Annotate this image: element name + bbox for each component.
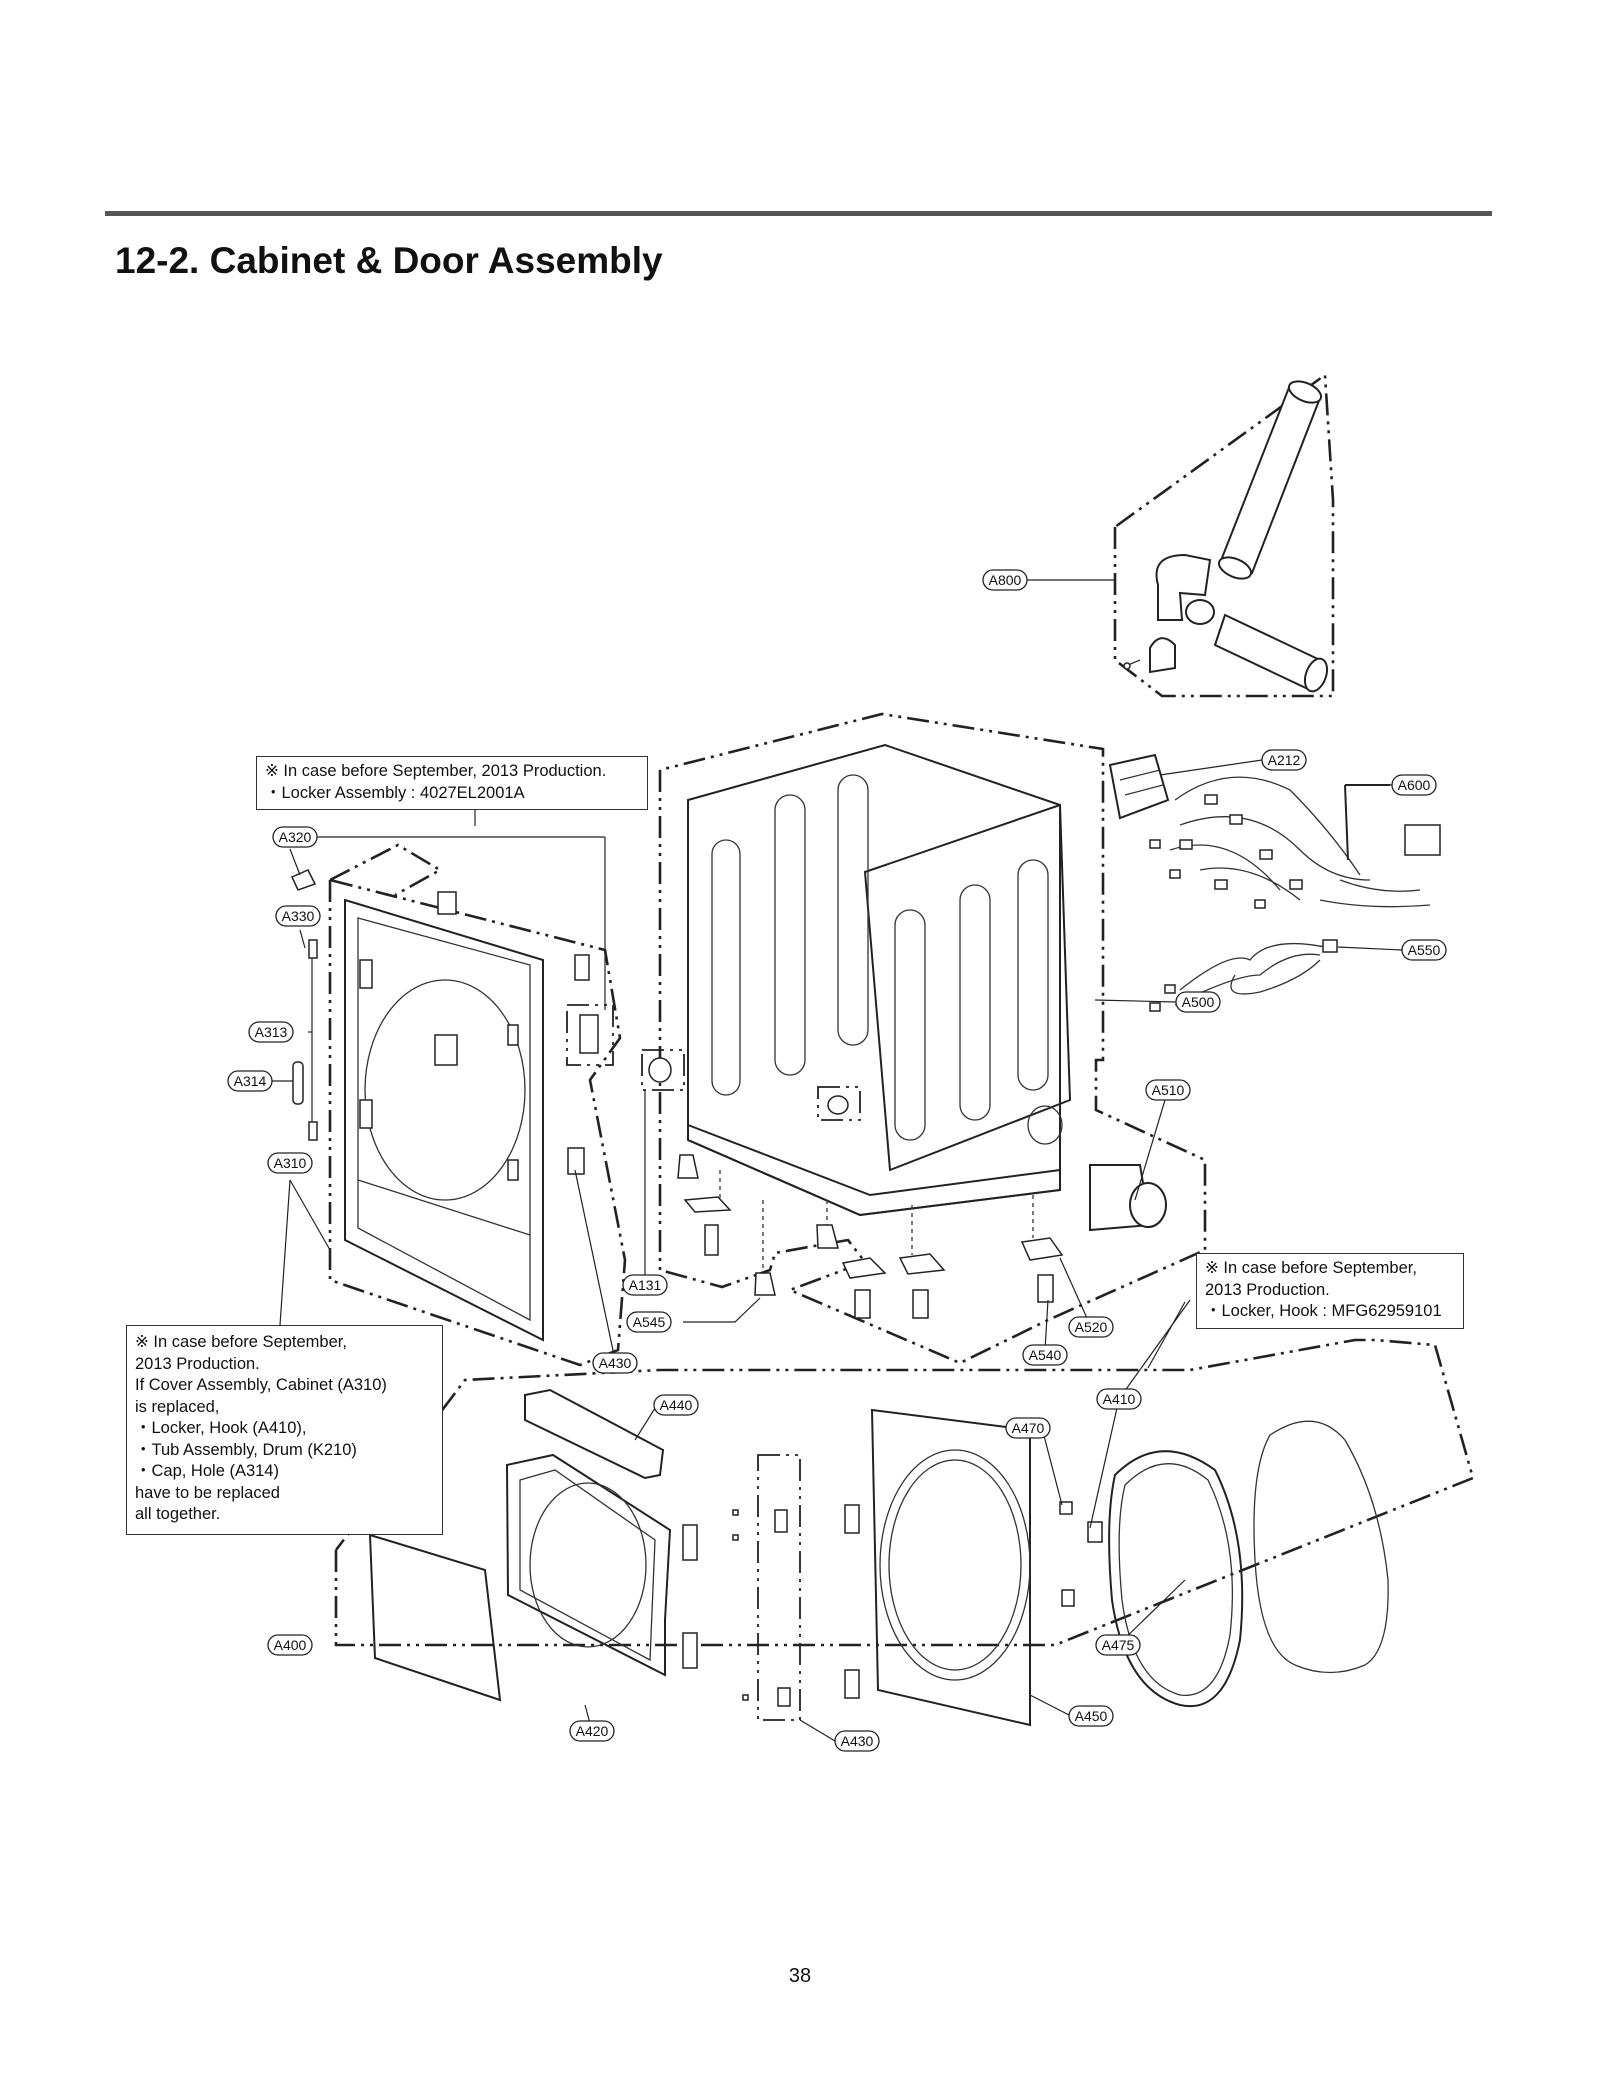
svg-text:A550: A550 — [1408, 942, 1441, 958]
callout-a313: A313 — [248, 1021, 294, 1043]
note-line: If Cover Assembly, Cabinet (A310) — [135, 1376, 387, 1394]
svg-text:A314: A314 — [234, 1073, 267, 1089]
svg-text:A212: A212 — [1268, 752, 1301, 768]
svg-text:A313: A313 — [255, 1024, 288, 1040]
leader-lines — [272, 579, 1403, 1742]
svg-text:A600: A600 — [1398, 777, 1431, 793]
callout-a545: A545 — [626, 1311, 672, 1333]
part-callouts: A800 A212 A600 A550 A500 A510 A320 A330 … — [227, 569, 1447, 1752]
callout-a400: A400 — [267, 1634, 313, 1656]
callout-a520: A520 — [1068, 1316, 1114, 1338]
note-line: all together. — [135, 1505, 221, 1523]
note-line: ※ In case before September, 2013 Product… — [265, 762, 607, 780]
callout-a420: A420 — [569, 1720, 615, 1742]
svg-text:A400: A400 — [274, 1637, 307, 1653]
note-line: ・Tub Assembly, Drum (K210) — [135, 1440, 357, 1459]
door-assembly — [334, 1338, 1475, 1727]
svg-text:A131: A131 — [629, 1277, 662, 1293]
svg-text:A540: A540 — [1029, 1347, 1062, 1363]
svg-text:A430: A430 — [599, 1355, 632, 1371]
callout-a450: A450 — [1068, 1705, 1114, 1727]
callout-a540: A540 — [1022, 1344, 1068, 1366]
svg-text:A310: A310 — [274, 1155, 307, 1171]
page-number: 38 — [788, 1965, 812, 1987]
svg-text:A440: A440 — [660, 1397, 693, 1413]
callout-a320: A320 — [272, 826, 318, 848]
svg-text:A430: A430 — [841, 1733, 874, 1749]
callout-a600: A600 — [1391, 774, 1437, 796]
note-line: ・Locker, Hook (A410), — [135, 1419, 307, 1437]
note-locker-assembly: ※ In case before September, 2013 Product… — [256, 756, 648, 810]
note-line: have to be replaced — [135, 1483, 280, 1502]
note-line: ・Locker Assembly : 4027EL2001A — [265, 783, 525, 802]
callout-a310: A310 — [267, 1152, 313, 1174]
page-title: 12-2. Cabinet & Door Assembly — [115, 240, 663, 281]
note-line: ・Cap, Hole (A314) — [135, 1462, 279, 1480]
callout-a314: A314 — [227, 1070, 273, 1092]
note-cover-replacement: ※ In case before September, 2013 Product… — [126, 1325, 443, 1535]
note-line: is replaced, — [135, 1397, 220, 1416]
svg-text:A320: A320 — [279, 829, 312, 845]
svg-text:A420: A420 — [576, 1723, 609, 1739]
callout-a330: A330 — [275, 905, 321, 927]
svg-text:A470: A470 — [1012, 1420, 1045, 1436]
note-line: 2013 Production. — [1205, 1280, 1330, 1299]
callout-a440: A440 — [653, 1394, 699, 1416]
note-locker-hook: ※ In case before September, 2013 Product… — [1196, 1253, 1464, 1329]
svg-text:A475: A475 — [1102, 1637, 1135, 1653]
svg-text:A500: A500 — [1182, 994, 1215, 1010]
exhaust-duct-group — [1113, 372, 1335, 698]
header-rule — [105, 211, 1492, 216]
svg-text:A450: A450 — [1075, 1708, 1108, 1724]
callout-a430-bottom: A430 — [834, 1730, 880, 1752]
callout-a212: A212 — [1261, 749, 1307, 771]
callout-a550: A550 — [1401, 939, 1447, 961]
cover-cabinet — [290, 843, 627, 1367]
note-line: ※ In case before September, — [135, 1333, 347, 1351]
note-leader-right — [1147, 1301, 1186, 1369]
callout-a800: A800 — [982, 569, 1028, 591]
callout-a430-top: A430 — [592, 1352, 638, 1374]
svg-text:A410: A410 — [1103, 1391, 1136, 1407]
svg-text:A520: A520 — [1075, 1319, 1108, 1335]
wiring-harness — [1108, 753, 1441, 1012]
callout-a410: A410 — [1096, 1388, 1142, 1410]
svg-text:A545: A545 — [633, 1314, 666, 1330]
note-line: ※ In case before September, — [1205, 1259, 1417, 1277]
svg-text:A330: A330 — [282, 908, 315, 924]
callout-a470: A470 — [1005, 1417, 1051, 1439]
svg-text:A510: A510 — [1152, 1082, 1185, 1098]
callout-a500: A500 — [1175, 991, 1221, 1013]
note-line: 2013 Production. — [135, 1354, 260, 1373]
svg-text:A800: A800 — [989, 572, 1022, 588]
callout-a510: A510 — [1145, 1079, 1191, 1101]
cabinet-frame — [641, 712, 1207, 1365]
callout-a475: A475 — [1095, 1634, 1141, 1656]
note-line: ・Locker, Hook : MFG62959101 — [1205, 1302, 1442, 1320]
callout-a131: A131 — [622, 1274, 668, 1296]
